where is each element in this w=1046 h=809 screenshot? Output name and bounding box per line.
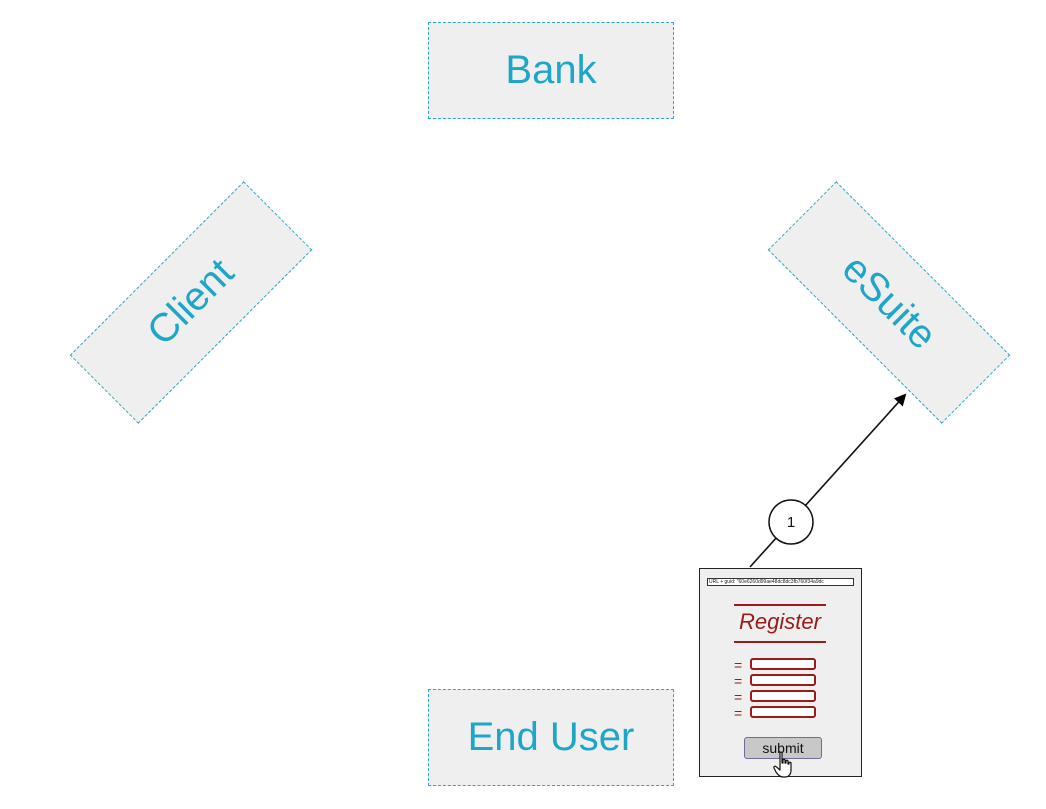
step-marker-1-label: 1 [787, 514, 795, 531]
form-field-row: = [734, 690, 820, 704]
node-bank: Bank [428, 22, 674, 119]
form-input[interactable] [750, 706, 816, 718]
node-end-user: End User [428, 689, 674, 786]
field-marker: = [734, 673, 743, 689]
submit-button[interactable]: submit [744, 737, 822, 759]
field-marker: = [734, 705, 743, 721]
form-title: Register [739, 609, 821, 634]
form-title-rule-bottom [734, 641, 826, 643]
url-bar: URL + guid: "60e6260d99ae48dc8dc3fb760f3… [707, 578, 854, 586]
form-input[interactable] [750, 690, 816, 702]
form-field-row: = [734, 658, 820, 672]
step-marker-1: 1 [768, 499, 814, 545]
arrow-enduser-to-esuite [749, 393, 907, 568]
hand-pointer-icon [773, 751, 792, 778]
node-end-user-label: End User [467, 715, 635, 759]
form-input[interactable] [750, 674, 816, 686]
field-marker: = [734, 689, 743, 705]
field-marker: = [734, 657, 743, 673]
form-title-rule-top [734, 604, 826, 606]
form-input[interactable] [750, 658, 816, 670]
node-bank-label: Bank [505, 48, 597, 92]
form-field-row: = [734, 674, 820, 688]
form-field-row: = [734, 706, 820, 720]
registration-form-card: URL + guid: "60e6260d99ae48dc8dc3fb760f3… [699, 568, 862, 778]
